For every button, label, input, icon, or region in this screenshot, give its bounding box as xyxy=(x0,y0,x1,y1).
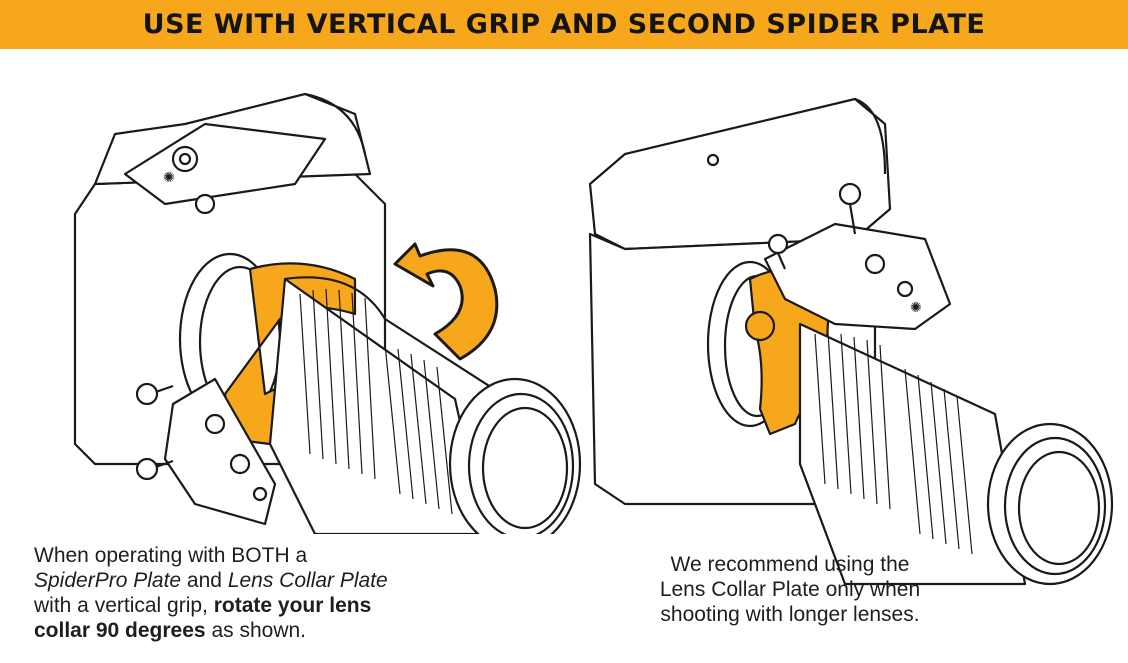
lens-collar-plate-text: Lens Collar Plate xyxy=(227,569,388,592)
rotate-instruction-text: rotate your lens xyxy=(213,594,372,617)
collar-degrees-text: collar 90 degrees xyxy=(34,619,206,642)
right-caption-line-1: We recommend using the xyxy=(670,553,910,576)
side-spider-plate xyxy=(163,377,277,526)
left-caption-line-3: with a vertical grip, rotate your lens xyxy=(34,593,504,618)
top-spider-plate xyxy=(123,122,327,206)
header-banner: USE WITH VERTICAL GRIP AND SECOND SPIDER… xyxy=(0,0,1128,49)
lens-grip-ribs xyxy=(299,288,453,515)
left-caption-line-2: SpiderPro Plate and Lens Collar Plate xyxy=(34,568,504,593)
lens-grip-ribs xyxy=(814,331,973,555)
vertical-grip xyxy=(588,97,892,251)
right-caption-line-3: shooting with longer lenses. xyxy=(660,603,920,626)
right-camera-illustration: ✺ xyxy=(588,97,1114,586)
rotate-arrow-icon xyxy=(393,242,499,361)
right-caption: We recommend using the Lens Collar Plate… xyxy=(600,552,980,627)
collar-knob-icon xyxy=(744,310,776,342)
page-title: USE WITH VERTICAL GRIP AND SECOND SPIDER… xyxy=(142,9,986,40)
lens-collar-plate xyxy=(763,222,952,331)
left-caption-line-4: collar 90 degrees as shown. xyxy=(34,618,504,643)
spiderpro-plate-text: SpiderPro Plate xyxy=(34,569,182,592)
connector-text: and xyxy=(181,569,228,592)
as-shown-text: as shown. xyxy=(205,619,306,642)
left-caption: When operating with BOTH a SpiderPro Pla… xyxy=(34,543,504,643)
right-caption-line-2: Lens Collar Plate only when xyxy=(659,578,921,601)
left-camera-illustration: ✺ xyxy=(73,92,582,534)
spider-logo-icon: ✺ xyxy=(910,299,922,315)
vertical-grip-text: with a vertical grip, xyxy=(34,594,214,617)
spider-logo-icon: ✺ xyxy=(163,169,175,185)
left-caption-line-1: When operating with BOTH a xyxy=(34,544,308,567)
